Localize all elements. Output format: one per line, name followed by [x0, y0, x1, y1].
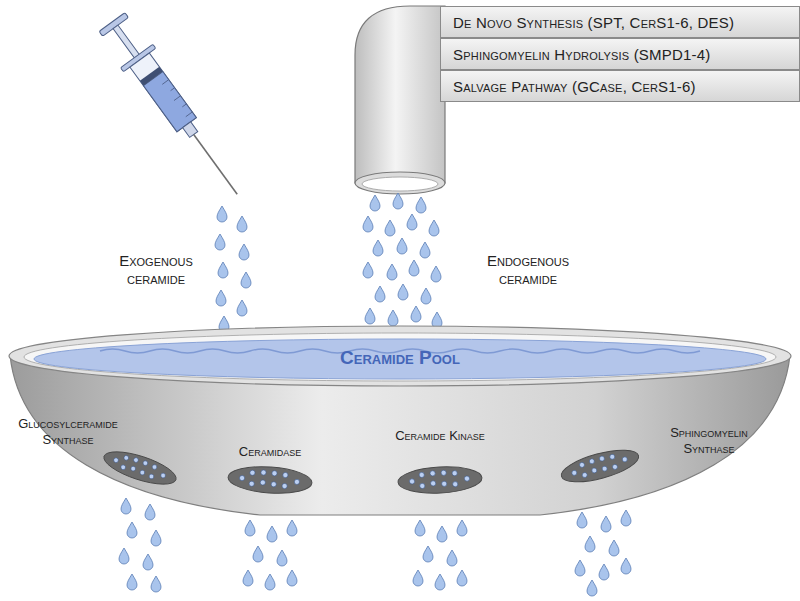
drop	[585, 536, 595, 552]
drop	[127, 522, 137, 538]
syringe-hub	[183, 122, 198, 138]
drop	[253, 546, 263, 562]
pathway-text: Sphingomyelin Hydrolysis (SMPD1-4)	[453, 46, 710, 63]
drop	[287, 520, 297, 536]
drop	[385, 220, 395, 236]
stream-label: Endogenous ceramide	[466, 252, 590, 288]
bowl-rim-inner	[24, 333, 776, 381]
drop	[119, 548, 129, 564]
drop	[413, 570, 423, 586]
drop-stream	[119, 498, 161, 592]
drop	[239, 244, 249, 260]
drop	[151, 530, 161, 546]
drop	[416, 197, 426, 213]
drain-hole	[100, 445, 179, 491]
drop	[421, 288, 431, 304]
drop	[420, 242, 430, 258]
syringe	[96, 10, 254, 206]
drop	[237, 216, 247, 232]
pathway-text: Salvage Pathway (GCase, CerS1-6)	[453, 78, 696, 95]
drop-stream	[413, 520, 467, 590]
syringe-stopper	[140, 67, 163, 86]
pathway-band: De Novo Synthesis (SPT, CerS1-6, DES)	[440, 6, 800, 38]
pathway-band: Salvage Pathway (GCase, CerS1-6)	[440, 70, 800, 102]
drop	[363, 262, 373, 278]
drop	[577, 512, 587, 528]
drop	[243, 570, 253, 586]
drop	[143, 554, 153, 570]
drop	[457, 520, 467, 536]
syringe-liquid	[143, 72, 196, 132]
drop	[457, 570, 467, 586]
drop	[215, 234, 225, 250]
drop	[218, 262, 228, 278]
drop	[435, 574, 445, 590]
water-surface	[34, 339, 766, 379]
drain-hole	[558, 444, 641, 489]
drop	[241, 272, 251, 288]
faucet	[355, 6, 445, 183]
enzyme-label: Glucosylceramide Synthase	[4, 416, 132, 447]
drop	[375, 286, 385, 302]
drop	[609, 540, 619, 556]
faucet-opening	[362, 177, 438, 191]
drain-hole	[397, 465, 482, 495]
drop	[265, 574, 275, 590]
syringe-needle	[194, 134, 237, 194]
bowl-rim-outer	[9, 326, 791, 386]
drop	[437, 526, 447, 542]
drop	[145, 504, 155, 520]
drop	[245, 520, 255, 536]
drop	[575, 560, 585, 576]
drop	[365, 308, 375, 324]
drop-stream	[215, 206, 251, 332]
drop	[216, 290, 226, 306]
drain-hole	[227, 464, 313, 496]
drop	[217, 206, 227, 222]
drop	[423, 546, 433, 562]
drop	[415, 520, 425, 536]
drop	[127, 574, 137, 590]
drop-stream	[243, 520, 297, 590]
drop	[237, 300, 247, 316]
drop	[397, 238, 407, 254]
drop	[267, 526, 277, 542]
drop	[431, 266, 441, 282]
drop	[601, 516, 611, 532]
pool-node: Ceramide Pool	[8, 325, 792, 387]
drop	[621, 510, 631, 526]
drop	[409, 260, 419, 276]
syringe-barrel	[130, 53, 196, 132]
drop	[388, 310, 398, 326]
drop	[587, 580, 597, 596]
stream-label: Exogenous ceramide	[100, 252, 212, 288]
drop	[398, 284, 408, 300]
drop	[121, 498, 131, 514]
drop	[447, 550, 457, 566]
pool-title: Ceramide Pool	[340, 347, 460, 369]
faucet-opening	[355, 172, 445, 194]
drop	[363, 216, 373, 232]
enzyme-label: Ceramidase	[200, 444, 340, 460]
drop	[429, 220, 439, 236]
pathway-text: De Novo Synthesis (SPT, CerS1-6, DES)	[453, 14, 734, 31]
drop	[621, 558, 631, 574]
enzyme-label: Sphingomyelin Synthase	[646, 425, 772, 456]
drop	[277, 550, 287, 566]
drop	[387, 264, 397, 280]
syringe-scale	[162, 80, 192, 117]
drop-stream	[575, 510, 631, 596]
drop	[373, 240, 383, 256]
pathway-band: Sphingomyelin Hydrolysis (SMPD1-4)	[440, 38, 800, 70]
drop	[393, 193, 403, 209]
drop	[370, 195, 380, 211]
drop	[411, 306, 421, 322]
drop	[599, 564, 609, 580]
drop-stream	[363, 193, 442, 328]
drop	[407, 214, 417, 230]
drop	[287, 570, 297, 586]
enzyme-label: Ceramide Kinase	[380, 428, 500, 444]
drop	[151, 576, 161, 592]
